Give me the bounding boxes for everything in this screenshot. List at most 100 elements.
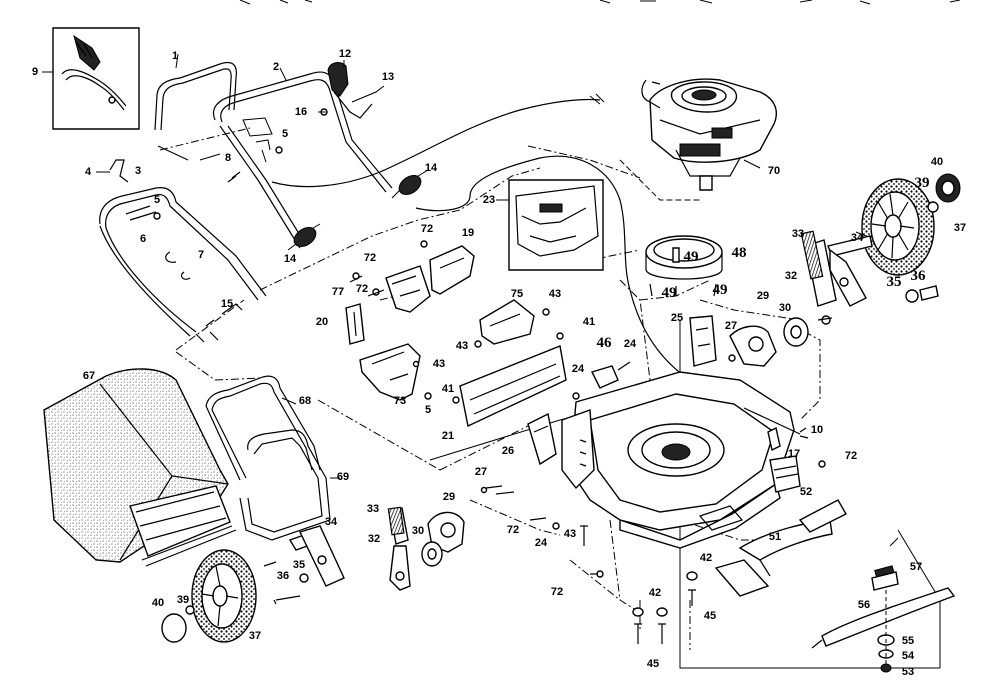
callout-54: 54 <box>901 650 915 662</box>
callout-69: 69 <box>336 471 350 483</box>
callout-16: 16 <box>294 106 308 118</box>
callout-51: 51 <box>768 531 782 543</box>
deck-bolts-lower <box>530 518 697 644</box>
callout-8: 8 <box>224 152 232 164</box>
callout-40: 40 <box>930 156 944 168</box>
bushing-ring-part-48 <box>620 160 722 296</box>
callout-46: 46 <box>596 335 612 351</box>
callout-33: 33 <box>366 503 380 515</box>
baffle-part-51 <box>716 500 846 596</box>
callout-30: 30 <box>411 525 425 537</box>
callout-77: 77 <box>331 286 345 298</box>
callout-37: 37 <box>248 630 262 642</box>
callout-6: 6 <box>139 233 147 245</box>
main-handle-part-2 <box>214 68 392 248</box>
part-75-bracket <box>475 300 549 347</box>
callout-43: 43 <box>548 288 562 300</box>
callout-42: 42 <box>648 587 662 599</box>
drive-parts-25-27-29-30 <box>690 316 808 366</box>
callout-24: 24 <box>623 338 637 350</box>
callout-72: 72 <box>550 586 564 598</box>
callout-7: 7 <box>197 249 205 261</box>
callout-75: 75 <box>510 288 524 300</box>
callout-29: 29 <box>442 491 456 503</box>
grass-bag-part-67 <box>44 369 236 566</box>
callout-41: 41 <box>582 316 596 328</box>
throttle-cable <box>272 94 760 410</box>
callout-57: 57 <box>909 561 923 573</box>
callout-72: 72 <box>355 283 369 295</box>
callout-14: 14 <box>424 162 438 174</box>
callout-43: 43 <box>455 340 469 352</box>
upper-handle-part-1 <box>155 54 236 160</box>
callout-35: 35 <box>886 274 902 290</box>
callout-49: 49 <box>661 285 677 301</box>
callout-17: 17 <box>787 448 801 460</box>
callout-15: 15 <box>220 298 234 310</box>
callout-3: 3 <box>134 165 142 177</box>
bag-frame-part-69 <box>240 430 340 540</box>
handle-clips-parts-7-15 <box>166 252 242 342</box>
callout-24: 24 <box>534 537 548 549</box>
callout-72: 72 <box>506 524 520 536</box>
callout-40: 40 <box>151 597 165 609</box>
blade-assembly-parts-53-57 <box>812 538 954 672</box>
callout-5: 5 <box>153 194 161 206</box>
callout-35: 35 <box>292 559 306 571</box>
callout-72: 72 <box>420 223 434 235</box>
callout-45: 45 <box>646 658 660 670</box>
callout-19: 19 <box>461 227 475 239</box>
callout-37: 37 <box>953 222 967 234</box>
height-adjuster-assembly-right <box>801 231 938 324</box>
height-adjuster-assembly-left <box>264 507 464 604</box>
callout-70: 70 <box>767 165 781 177</box>
callout-49: 49 <box>683 249 699 265</box>
bag-frame-part-68 <box>206 376 320 480</box>
callout-14: 14 <box>283 253 297 265</box>
callout-27: 27 <box>724 320 738 332</box>
callout-72: 72 <box>363 252 377 264</box>
callout-45: 45 <box>703 610 717 622</box>
callout-29: 29 <box>756 290 770 302</box>
callout-2: 2 <box>272 61 280 73</box>
callout-21: 21 <box>441 430 455 442</box>
callout-9: 9 <box>31 66 39 78</box>
part-73-bracket <box>360 344 431 400</box>
callout-49: 49 <box>712 282 728 298</box>
callout-5: 5 <box>281 128 289 140</box>
callout-36: 36 <box>910 268 926 284</box>
handle-fasteners <box>228 147 282 182</box>
callout-27: 27 <box>474 466 488 478</box>
callout-48: 48 <box>731 245 747 261</box>
callout-24: 24 <box>571 363 585 375</box>
callout-23: 23 <box>482 194 496 206</box>
assembly-guide-lines <box>160 128 820 650</box>
part-21-plate <box>453 333 566 426</box>
handle-knobs-part-14 <box>288 170 428 250</box>
callout-43: 43 <box>432 358 446 370</box>
control-bar-parts-12-13 <box>318 60 384 118</box>
callout-39: 39 <box>914 175 930 191</box>
callout-20: 20 <box>315 316 329 328</box>
rear-wheel-part-37-right <box>862 174 960 275</box>
mower-deck <box>528 362 800 548</box>
callout-41: 41 <box>441 383 455 395</box>
callout-56: 56 <box>857 599 871 611</box>
callout-52: 52 <box>799 486 813 498</box>
callout-43: 43 <box>563 528 577 540</box>
part-20-bracket <box>346 304 364 344</box>
callout-32: 32 <box>784 270 798 282</box>
callout-55: 55 <box>901 635 915 647</box>
callout-1: 1 <box>171 50 179 62</box>
part-23-inset <box>496 180 603 270</box>
callout-26: 26 <box>501 445 515 457</box>
callout-34: 34 <box>850 232 864 244</box>
callout-33: 33 <box>791 228 805 240</box>
callout-67: 67 <box>82 370 96 382</box>
engine-part-70 <box>642 79 776 190</box>
bracket-parts-19-77 <box>350 241 474 312</box>
part-9-inset <box>42 28 139 129</box>
parts-26-27-left <box>482 486 515 494</box>
callout-36: 36 <box>276 570 290 582</box>
